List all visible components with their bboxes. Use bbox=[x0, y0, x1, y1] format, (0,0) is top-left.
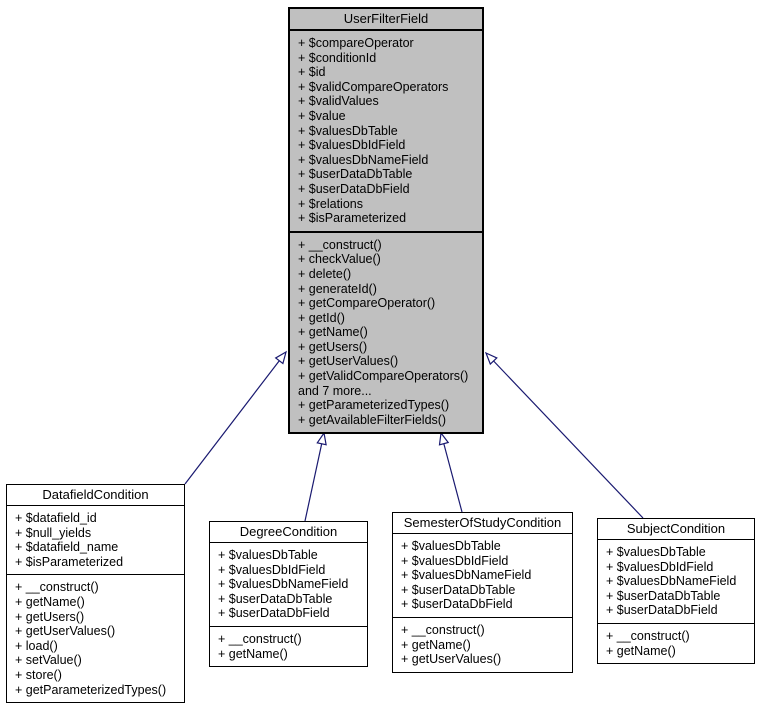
member-line: + delete() bbox=[298, 266, 352, 281]
member-line: + setValue() bbox=[15, 653, 82, 668]
class-title: SubjectCondition bbox=[598, 519, 754, 540]
member-line: + __construct() bbox=[298, 237, 382, 252]
member-line: and 7 more... bbox=[298, 383, 372, 398]
member-line: + getName() bbox=[401, 637, 471, 652]
member-line: + $userDataDbField bbox=[218, 606, 330, 621]
member-line: + $valuesDbIdField bbox=[218, 562, 326, 577]
member-line: + $valuesDbIdField bbox=[298, 138, 406, 153]
attributes-section: + $valuesDbTable+ $valuesDbIdField+ $val… bbox=[210, 543, 367, 627]
member-line: + generateId() bbox=[298, 281, 377, 296]
member-line: + $valuesDbIdField bbox=[401, 553, 509, 568]
member-line: + $valuesDbTable bbox=[218, 548, 318, 562]
attributes-section: + $compareOperator+ $conditionId+ $id+ $… bbox=[290, 31, 482, 233]
class-node-subjectcondition[interactable]: SubjectCondition + $valuesDbTable+ $valu… bbox=[597, 518, 755, 665]
member-line: + $userDataDbTable bbox=[298, 167, 413, 182]
member-line: + $compareOperator bbox=[298, 36, 414, 50]
member-line: + $userDataDbTable bbox=[401, 582, 516, 597]
member-line: + $validValues bbox=[298, 94, 379, 109]
class-node-degreecondition[interactable]: DegreeCondition + $valuesDbTable+ $value… bbox=[209, 521, 368, 668]
member-line: + getName() bbox=[218, 646, 288, 661]
member-line: + getCompareOperator() bbox=[298, 296, 436, 311]
member-line: + $valuesDbTable bbox=[298, 123, 398, 138]
inheritance-arrowhead bbox=[484, 351, 498, 366]
class-node-userfilterfield[interactable]: UserFilterField + $compareOperator+ $con… bbox=[288, 7, 484, 435]
methods-section: + __construct()+ getName()+ getUserValue… bbox=[393, 618, 572, 672]
member-line: + getName() bbox=[606, 643, 676, 658]
member-line: + $value bbox=[298, 108, 346, 123]
member-line: + getName() bbox=[298, 325, 368, 340]
member-line: + getUserValues() bbox=[298, 354, 399, 369]
inheritance-edge-subjectcondition bbox=[493, 360, 644, 519]
member-line: + getName() bbox=[15, 594, 85, 609]
member-line: + $userDataDbField bbox=[298, 181, 410, 196]
inheritance-edge-datafieldcondition bbox=[184, 360, 280, 485]
class-title: DatafieldCondition bbox=[7, 485, 184, 506]
member-line: + $valuesDbTable bbox=[401, 539, 501, 553]
member-line: + $valuesDbNameField bbox=[218, 577, 349, 592]
member-line: + $id bbox=[298, 65, 326, 80]
member-line: + $valuesDbNameField bbox=[298, 152, 429, 167]
member-line: + __construct() bbox=[401, 622, 485, 637]
member-line: + getParameterizedTypes() bbox=[298, 398, 450, 413]
member-line: + $valuesDbTable bbox=[606, 545, 706, 559]
member-line: + __construct() bbox=[606, 628, 690, 643]
attributes-section: + $valuesDbTable+ $valuesDbIdField+ $val… bbox=[598, 540, 754, 624]
member-line: + $userDataDbField bbox=[606, 603, 718, 618]
methods-section: + __construct()+ getName() bbox=[598, 624, 754, 663]
member-line: + __construct() bbox=[218, 631, 302, 646]
member-line: + checkValue() bbox=[298, 252, 381, 267]
member-line: + load() bbox=[15, 638, 58, 653]
member-line: + store() bbox=[15, 667, 62, 682]
member-line: + $datafield_id bbox=[15, 511, 97, 525]
member-line: + $userDataDbTable bbox=[218, 591, 333, 606]
member-line: + getParameterizedTypes() bbox=[15, 682, 167, 697]
methods-section: + __construct()+ checkValue()+ delete()+… bbox=[290, 233, 482, 433]
inheritance-arrowhead bbox=[316, 431, 327, 446]
member-line: + getUsers() bbox=[298, 339, 368, 354]
member-line: + $valuesDbNameField bbox=[606, 574, 737, 589]
methods-section: + __construct()+ getName()+ getUsers()+ … bbox=[7, 575, 184, 702]
member-line: + $userDataDbField bbox=[401, 597, 513, 612]
class-node-datafieldcondition[interactable]: DatafieldCondition + $datafield_id+ $nul… bbox=[6, 484, 185, 704]
member-line: + getUsers() bbox=[15, 609, 85, 624]
member-line: + $userDataDbTable bbox=[606, 588, 721, 603]
member-line: + getId() bbox=[298, 310, 345, 325]
inheritance-edge-semesterofstudycondition bbox=[443, 443, 463, 513]
class-title: UserFilterField bbox=[290, 9, 482, 31]
methods-section: + __construct()+ getName() bbox=[210, 627, 367, 666]
member-line: + __construct() bbox=[15, 580, 99, 595]
inheritance-edge-degreecondition bbox=[304, 443, 323, 522]
attributes-section: + $datafield_id+ $null_yields+ $datafiel… bbox=[7, 506, 184, 576]
member-line: + getUserValues() bbox=[15, 624, 116, 639]
attributes-section: + $valuesDbTable+ $valuesDbIdField+ $val… bbox=[393, 534, 572, 618]
member-line: + $isParameterized bbox=[15, 554, 124, 569]
member-line: + getUserValues() bbox=[401, 652, 502, 667]
member-line: + $null_yields bbox=[15, 525, 92, 540]
class-node-semesterofstudycondition[interactable]: SemesterOfStudyCondition + $valuesDbTabl… bbox=[392, 512, 573, 673]
member-line: + $valuesDbNameField bbox=[401, 568, 532, 583]
inheritance-arrowhead bbox=[438, 431, 450, 446]
class-title: SemesterOfStudyCondition bbox=[393, 513, 572, 534]
inheritance-arrowhead bbox=[274, 350, 287, 365]
member-line: + $validCompareOperators bbox=[298, 79, 449, 94]
member-line: + $isParameterized bbox=[298, 211, 407, 226]
member-line: + $conditionId bbox=[298, 50, 377, 65]
class-title: DegreeCondition bbox=[210, 522, 367, 543]
member-line: + $relations bbox=[298, 196, 363, 211]
member-line: + $datafield_name bbox=[15, 540, 119, 555]
member-line: + getAvailableFilterFields() bbox=[298, 412, 447, 427]
member-line: + $valuesDbIdField bbox=[606, 559, 714, 574]
member-line: + getValidCompareOperators() bbox=[298, 369, 469, 384]
